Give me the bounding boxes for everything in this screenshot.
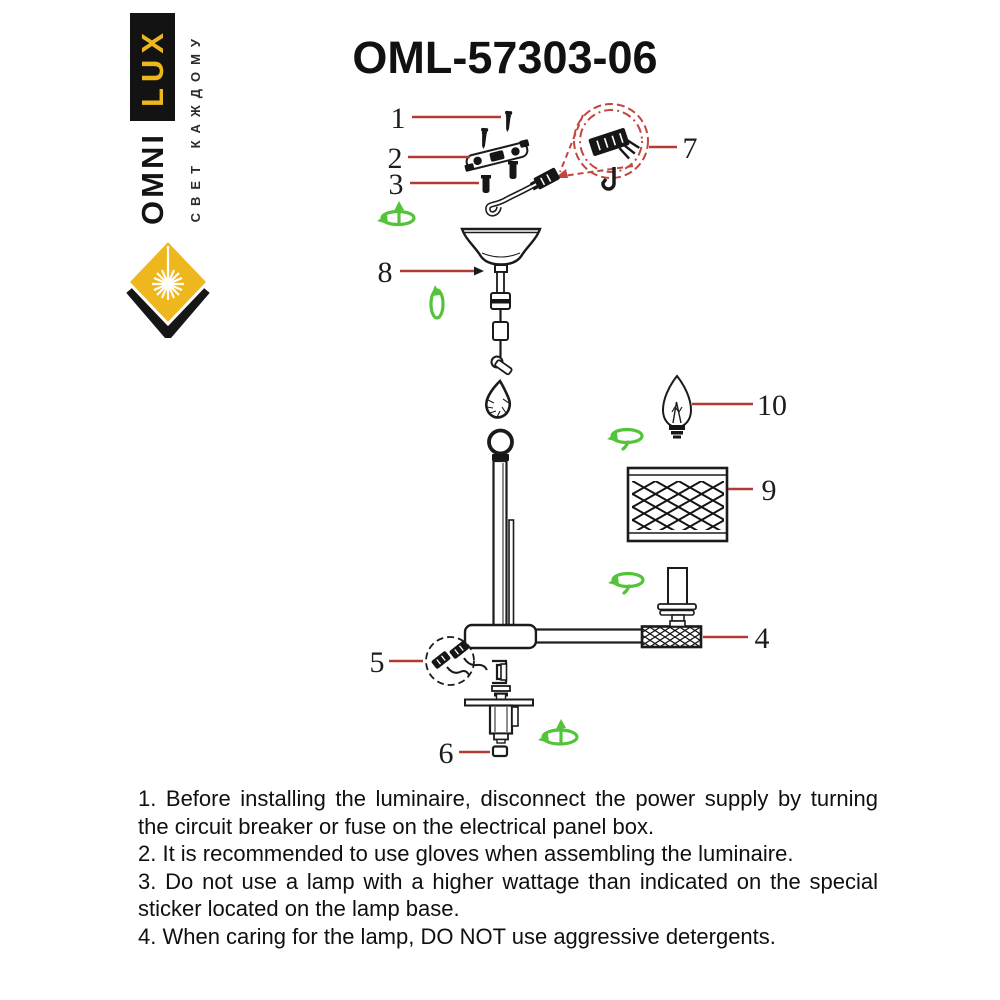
power-cord — [485, 167, 560, 217]
rotation-arrow — [377, 201, 416, 227]
safety-instructions: 1. Before installing the luminaire, disc… — [138, 785, 878, 950]
leader-lines — [389, 115, 753, 754]
part-label-8: 8 — [378, 256, 393, 289]
starburst-icon — [152, 246, 184, 300]
rotation-arrow — [608, 571, 645, 595]
part-label-7: 7 — [683, 132, 698, 165]
ceiling-hook-icon — [601, 167, 616, 191]
instruction-3: 3. Do not use a lamp with a higher watta… — [138, 868, 878, 922]
part-wire-connectors-callout — [425, 636, 488, 686]
part-label-2: 2 — [388, 142, 403, 175]
part-label-10: 10 — [757, 389, 787, 422]
page-title: OML-57303-06 — [352, 32, 658, 83]
instruction-1: 1. Before installing the luminaire, disc… — [138, 786, 878, 839]
rotation-arrow — [429, 285, 445, 320]
suspension-assembly — [485, 271, 513, 419]
bottom-stem-assembly — [464, 659, 534, 758]
brand-lux-box: LUX — [130, 13, 175, 121]
carabiner-icon — [485, 378, 512, 419]
part-label-6: 6 — [439, 737, 454, 770]
part-label-1: 1 — [391, 102, 406, 135]
brand-mark-icon — [125, 238, 211, 338]
arm-assembly — [463, 567, 703, 650]
center-rod — [487, 428, 515, 629]
instruction-2: 2. It is recommended to use gloves when … — [138, 841, 794, 866]
part-canopy — [460, 227, 542, 273]
part-label-9: 9 — [762, 474, 777, 507]
part-label-4: 4 — [755, 622, 770, 655]
part-label-3: 3 — [389, 168, 404, 201]
instruction-4: 4. When caring for the lamp, DO NOT use … — [138, 923, 776, 949]
part-mounting-bracket — [464, 139, 530, 172]
chevron-icon — [126, 283, 210, 338]
rotation-arrow — [607, 427, 644, 451]
terminal-block-icon — [588, 128, 640, 160]
lamp-socket-icon — [657, 567, 697, 628]
part-bulb — [661, 374, 693, 439]
part-shade — [626, 466, 729, 543]
rotation-arrow — [538, 719, 579, 746]
cord-connector-icon — [529, 167, 560, 191]
part-terminal-block-callout — [555, 103, 649, 191]
part-finial-nut — [491, 745, 509, 758]
part-label-5: 5 — [370, 646, 385, 679]
